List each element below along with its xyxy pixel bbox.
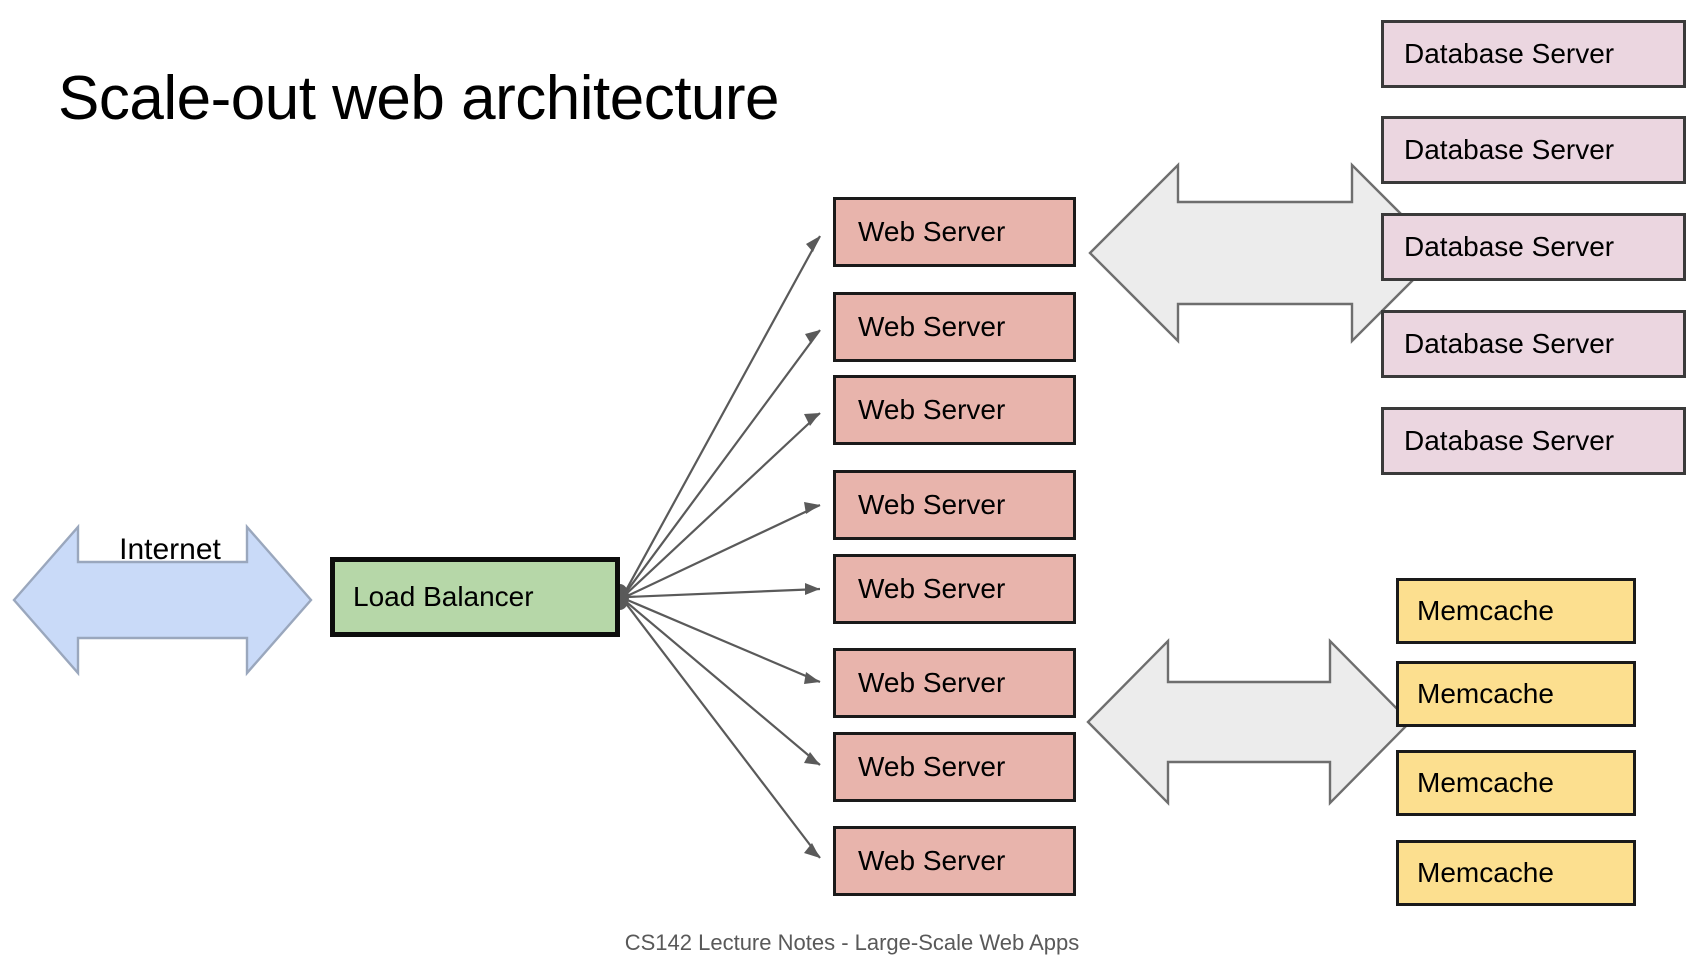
web-server-label: Web Server — [858, 489, 1006, 520]
memcache-box-1[interactable]: Memcache — [1396, 578, 1636, 644]
web-server-label: Web Server — [858, 667, 1006, 698]
fanout-connector-group — [623, 235, 821, 859]
web-server-box-1[interactable]: Web Server — [833, 197, 1076, 267]
database-server-label: Database Server — [1404, 231, 1615, 262]
web-server-label: Web Server — [858, 311, 1006, 342]
database-server-label: Database Server — [1404, 134, 1615, 165]
database-server-box-1[interactable]: Database Server — [1381, 20, 1686, 88]
fanout-connector-7 — [623, 599, 821, 766]
database-server-box-2[interactable]: Database Server — [1381, 116, 1686, 184]
memcache-label: Memcache — [1417, 767, 1554, 798]
fanout-connector-4 — [624, 502, 821, 598]
fanout-connector-5 — [626, 583, 821, 599]
memcache-label: Memcache — [1417, 857, 1554, 888]
web-server-label: Web Server — [858, 394, 1006, 425]
memcache-box-3[interactable]: Memcache — [1396, 750, 1636, 816]
web-to-memcache-arrow — [1086, 638, 1412, 806]
database-server-box-4[interactable]: Database Server — [1381, 310, 1686, 378]
memcache-box-4[interactable]: Memcache — [1396, 840, 1636, 906]
database-server-box-3[interactable]: Database Server — [1381, 213, 1686, 281]
web-server-box-7[interactable]: Web Server — [833, 732, 1076, 802]
fanout-connector-3 — [623, 412, 821, 597]
memcache-label: Memcache — [1417, 595, 1554, 626]
web-server-box-5[interactable]: Web Server — [833, 554, 1076, 624]
web-server-box-8[interactable]: Web Server — [833, 826, 1076, 896]
fanout-connector-1 — [623, 235, 821, 595]
memcache-box-2[interactable]: Memcache — [1396, 661, 1636, 727]
load-balancer-box[interactable]: Load Balancer — [330, 557, 620, 637]
page-title: Scale-out web architecture — [58, 64, 780, 133]
database-server-label: Database Server — [1404, 38, 1615, 69]
database-server-label: Database Server — [1404, 328, 1615, 359]
database-server-box-5[interactable]: Database Server — [1381, 407, 1686, 475]
web-server-box-6[interactable]: Web Server — [833, 648, 1076, 718]
slide-footer: CS142 Lecture Notes - Large-Scale Web Ap… — [624, 930, 1080, 955]
database-server-label: Database Server — [1404, 425, 1615, 456]
web-server-label: Web Server — [858, 845, 1006, 876]
fanout-connector-6 — [624, 597, 821, 684]
fanout-connector-8 — [623, 600, 821, 859]
web-server-label: Web Server — [858, 216, 1006, 247]
web-server-label: Web Server — [858, 573, 1006, 604]
web-server-label: Web Server — [858, 751, 1006, 782]
web-server-box-3[interactable]: Web Server — [833, 375, 1076, 445]
web-server-box-4[interactable]: Web Server — [833, 470, 1076, 540]
load-balancer-label: Load Balancer — [353, 581, 534, 612]
memcache-label: Memcache — [1417, 678, 1554, 709]
fanout-connector-2 — [623, 329, 821, 596]
web-server-box-2[interactable]: Web Server — [833, 292, 1076, 362]
internet-label: Internet — [119, 533, 221, 566]
